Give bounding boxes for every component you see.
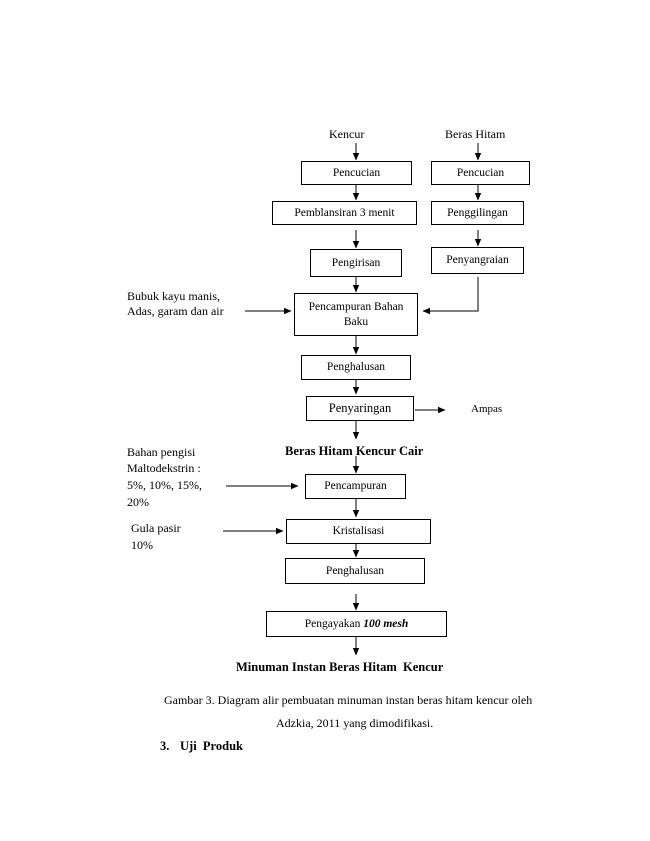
side-input-maltodekstrin-line1: Bahan pengisi <box>127 445 196 459</box>
final-product: Minuman Instan Beras Hitam Kencur <box>236 660 444 674</box>
step-pencucian-kencur: Pencucian <box>301 161 412 185</box>
step-label: Kristalisasi <box>332 525 385 537</box>
input-kencur: Kencur <box>329 127 365 141</box>
step-label-mesh: 100 mesh <box>363 617 409 630</box>
step-label: Penyangraian <box>446 254 509 266</box>
input-beras-hitam: Beras Hitam <box>445 127 506 141</box>
step-label: Penghalusan <box>325 564 385 577</box>
output-ampas: Ampas <box>471 403 503 415</box>
step-kristalisasi: Kristalisasi <box>286 519 431 544</box>
step-pengirisan: Pengirisan <box>310 249 402 277</box>
step-label: Pengirisan <box>331 256 381 269</box>
step-label: Pemblansiran 3 menit <box>294 206 395 219</box>
step-pemblansiran: Pemblansiran 3 menit <box>272 201 417 225</box>
step-penghalusan-2: Penghalusan <box>285 558 425 584</box>
side-input-maltodekstrin-line4: 20% <box>127 495 149 509</box>
side-input-gula-line1: Gula pasir <box>131 521 181 535</box>
step-penggilingan: Penggilingan <box>431 201 524 225</box>
step-pengayakan: Pengayakan 100 mesh <box>266 611 447 637</box>
step-label: Pencucian <box>332 166 381 179</box>
step-label: Pengayakan 100 mesh <box>305 617 409 632</box>
intermediate-product: Beras Hitam Kencur Cair <box>285 444 424 458</box>
step-label-line1: Pencampuran Bahan <box>308 300 404 313</box>
step-penyaringan: Penyaringan <box>306 396 414 421</box>
step-pencampuran: Pencampuran <box>305 474 406 499</box>
step-label: Penghalusan <box>326 361 386 373</box>
step-pencucian-beras: Pencucian <box>431 161 530 185</box>
step-label: Pencucian <box>456 166 505 179</box>
side-input-bubuk-line2: Adas, garam dan air <box>127 304 224 318</box>
arrow-penyangraian-to-pencampuran <box>422 277 479 315</box>
section-heading-title: Uji Produk <box>180 739 243 753</box>
figure-caption-line1: Gambar 3. Diagram alir pembuatan minuman… <box>164 693 533 707</box>
figure-caption-line2: Adzkia, 2011 yang dimodifikasi. <box>276 716 434 730</box>
side-input-bubuk-line1: Bubuk kayu manis, <box>127 289 220 303</box>
step-label-line2: Baku <box>343 315 369 328</box>
step-label: Penyaringan <box>328 401 392 415</box>
side-input-maltodekstrin-line2: Maltodekstrin : <box>127 461 201 475</box>
step-label-prefix: Pengayakan <box>304 617 364 630</box>
step-penghalusan-1: Penghalusan <box>301 355 411 380</box>
step-label: Penggilingan <box>447 206 508 219</box>
step-penyangraian: Penyangraian <box>431 247 524 274</box>
section-heading-number: 3. <box>160 739 170 753</box>
side-input-gula-line2: 10% <box>131 538 153 552</box>
side-input-maltodekstrin-line3: 5%, 10%, 15%, <box>127 478 202 492</box>
step-pencampuran-bahan-baku: Pencampuran Bahan Baku <box>294 293 418 336</box>
step-label: Pencampuran <box>324 480 387 492</box>
